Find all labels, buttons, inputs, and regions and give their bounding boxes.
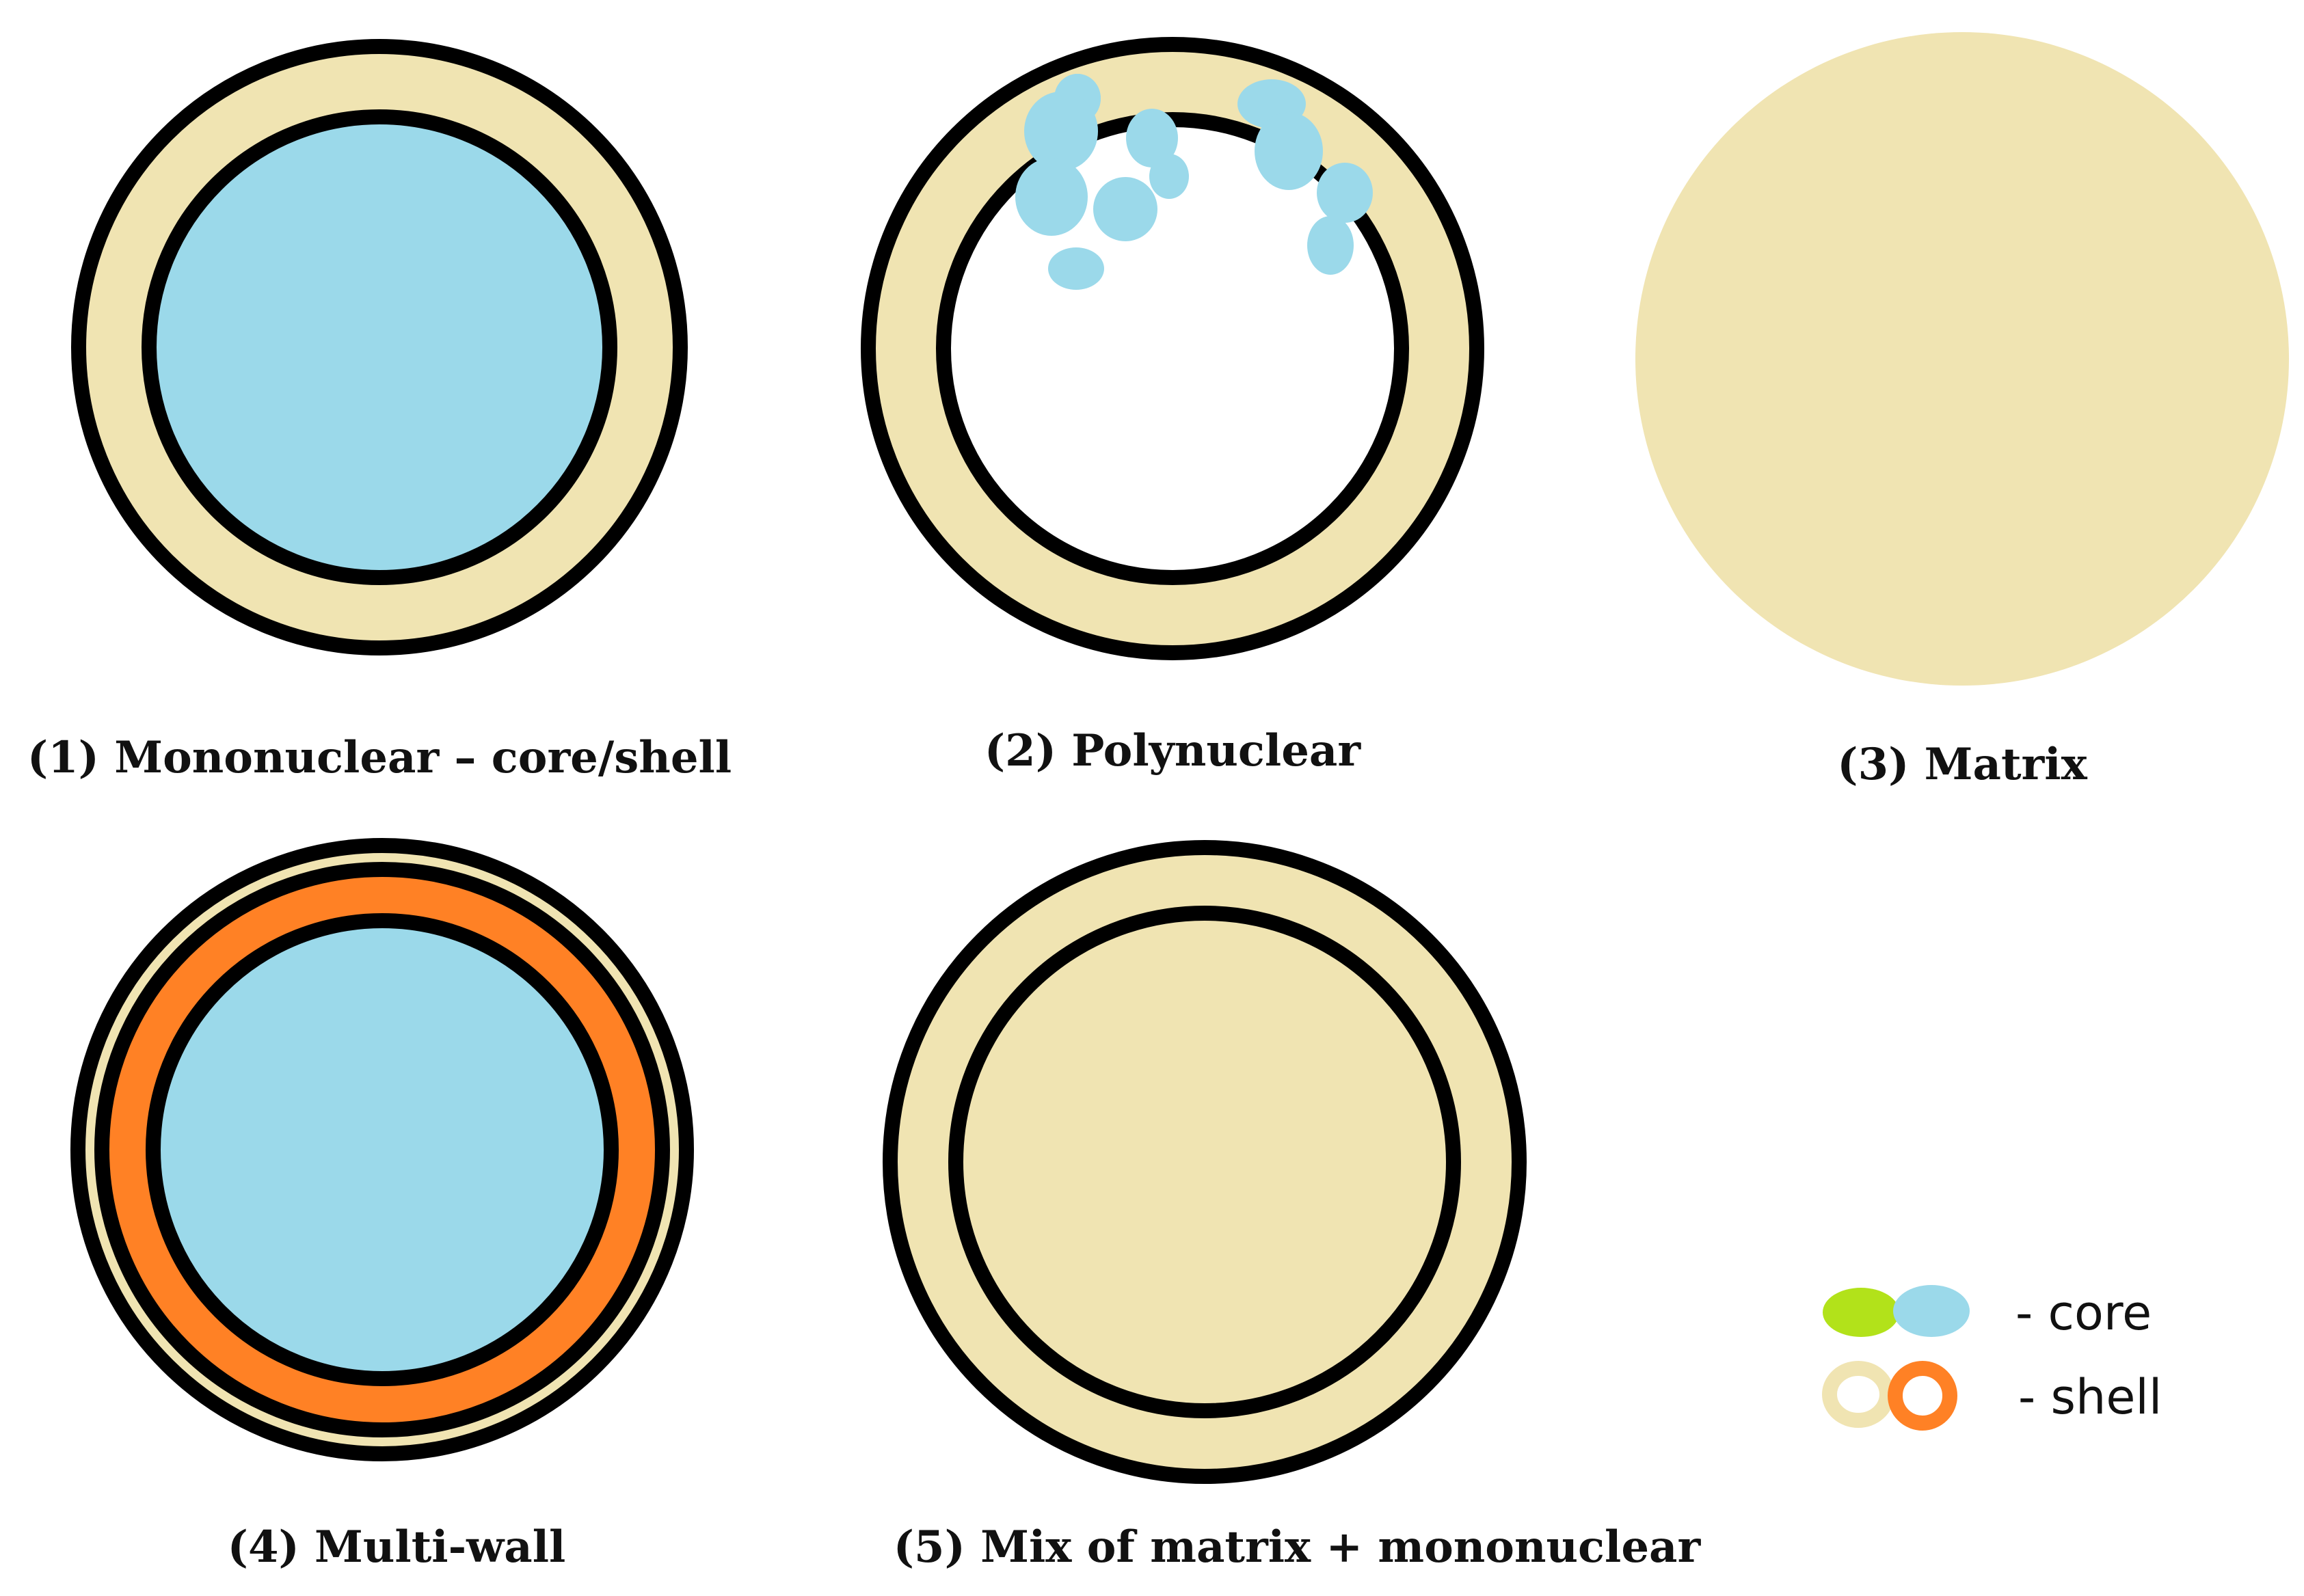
caption-polynuclear: (2) Polynuclear: [984, 725, 1362, 776]
caption-mix: (5) Mix of matrix + mononuclear: [894, 1521, 1702, 1573]
legend-shell-label: - shell: [2018, 1369, 2162, 1425]
single-core: [142, 109, 617, 585]
legend-core-blue-swatch: [1893, 1285, 1970, 1337]
legend-core-label: - core: [2015, 1285, 2152, 1341]
panel-polynuclear: (2) Polynuclear: [861, 37, 1484, 776]
core-droplets: [1015, 74, 1373, 290]
caption-matrix: (3) Matrix: [1837, 739, 2087, 790]
panel-mononuclear: (1) Mononuclear – core/shell: [27, 39, 732, 783]
panel-multi-wall: (4) Multi-wall: [70, 838, 694, 1573]
single-core: [146, 913, 619, 1386]
matrix-body: [1635, 32, 2289, 686]
legend-core-green-swatch: [1823, 1288, 1899, 1337]
matrix-core: [956, 913, 1454, 1411]
legend-shell-orange-swatch: [1888, 1361, 1957, 1431]
inner-wall: [948, 906, 1461, 1418]
legend-shell-beige-swatch: [1822, 1361, 1894, 1428]
panel-mix-matrix-mononuclear: (5) Mix of matrix + mononuclear: [883, 840, 1702, 1573]
legend: - core - shell: [1822, 1285, 2162, 1431]
caption-multi-wall: (4) Multi-wall: [228, 1521, 566, 1573]
caption-mononuclear: (1) Mononuclear – core/shell: [27, 732, 732, 783]
panel-matrix: (3) Matrix: [1635, 32, 2289, 790]
